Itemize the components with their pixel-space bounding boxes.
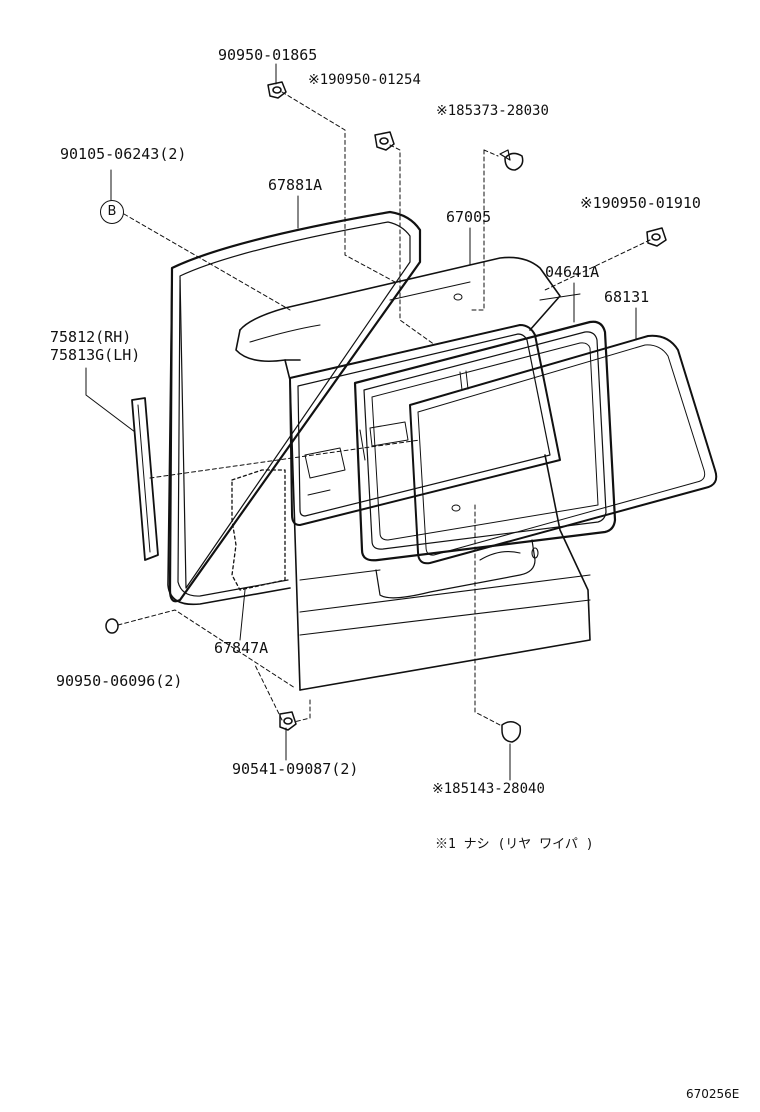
- weatherstrip-67881A: [167, 210, 422, 606]
- part-label-68131[interactable]: 68131: [604, 288, 650, 306]
- part-label-04641A[interactable]: 04641A: [545, 263, 600, 281]
- fasteners: [105, 81, 667, 743]
- part-label-90950-01910[interactable]: ※190950-01910: [580, 194, 701, 212]
- leader-lines: [85, 63, 651, 781]
- service-hole-cover-67847A: [231, 469, 286, 591]
- side-moulding-75812-75813G: [131, 397, 159, 561]
- footnote-no-rear-wiper: ※1 ナシ (リヤ ワイパ ): [435, 837, 594, 852]
- part-label-67847A[interactable]: 67847A: [214, 639, 269, 657]
- part-label-75812[interactable]: 75812(RH): [50, 328, 132, 346]
- part-label-90950-01254[interactable]: ※190950-01254: [308, 72, 421, 88]
- callout-badge-b: B: [100, 200, 124, 224]
- weatherstrip-04641A: [353, 320, 617, 562]
- part-label-67005[interactable]: 67005: [446, 208, 492, 226]
- back-door-panel-67005: [235, 256, 591, 691]
- part-label-90950-01865[interactable]: 90950-01865: [218, 46, 318, 64]
- part-label-67881A[interactable]: 67881A: [268, 176, 323, 194]
- part-label-90105-06243[interactable]: 90105-06243(2): [60, 145, 187, 163]
- back-window-glass-68131: [409, 334, 718, 565]
- part-label-85373-28030[interactable]: ※185373-28030: [436, 103, 549, 119]
- part-label-75813G[interactable]: 75813G(LH): [50, 346, 141, 364]
- part-label-85143-28040[interactable]: ※185143-28040: [432, 781, 545, 797]
- part-label-90950-06096[interactable]: 90950-06096(2): [56, 672, 183, 690]
- part-label-90541-09087[interactable]: 90541-09087(2): [232, 760, 359, 778]
- drawing-code: 670256E: [686, 1087, 740, 1101]
